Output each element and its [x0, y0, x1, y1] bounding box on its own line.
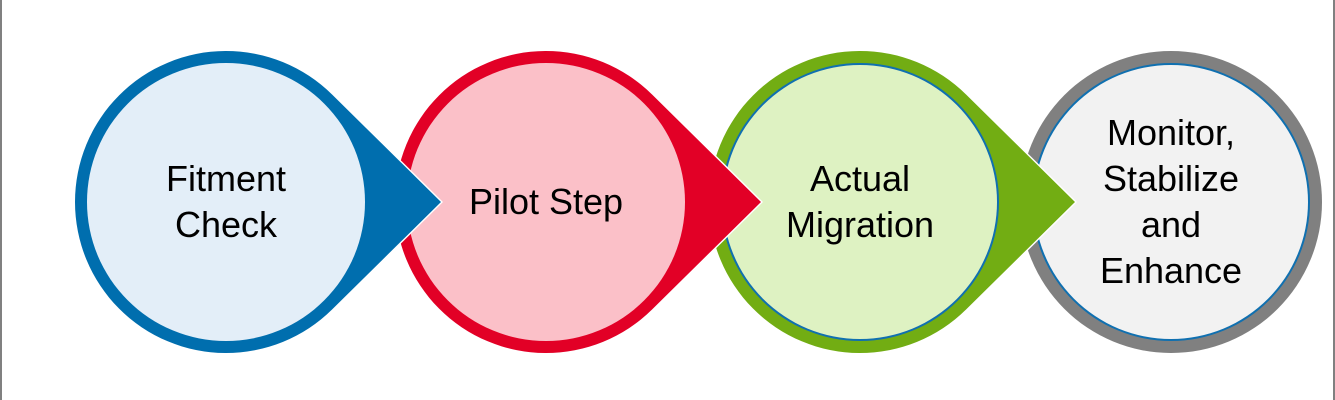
step-label-line: Migration — [786, 204, 934, 245]
step-circle-fill — [87, 63, 365, 341]
step-circle-fill — [1034, 65, 1308, 339]
step-label-line: Check — [175, 204, 278, 245]
step-label-line: Monitor, — [1107, 112, 1235, 153]
step-fitment-check — [73, 49, 444, 355]
step-label-line: Enhance — [1100, 250, 1242, 291]
step-label-line: Actual — [810, 158, 910, 199]
step-circle-fill — [407, 63, 685, 341]
step-circle-fill — [723, 65, 997, 339]
step-actual-migration — [707, 49, 1077, 355]
step-label-line: Pilot Step — [469, 181, 623, 222]
step-label-line: Stabilize — [1103, 158, 1239, 199]
step-pilot-step — [393, 49, 763, 355]
step-label-line: Fitment — [166, 158, 286, 199]
step-label-line: and — [1141, 204, 1201, 245]
step-monitor-stabilize-enhance — [1018, 49, 1324, 355]
step-label-pilot-step: Pilot Step — [469, 181, 623, 222]
